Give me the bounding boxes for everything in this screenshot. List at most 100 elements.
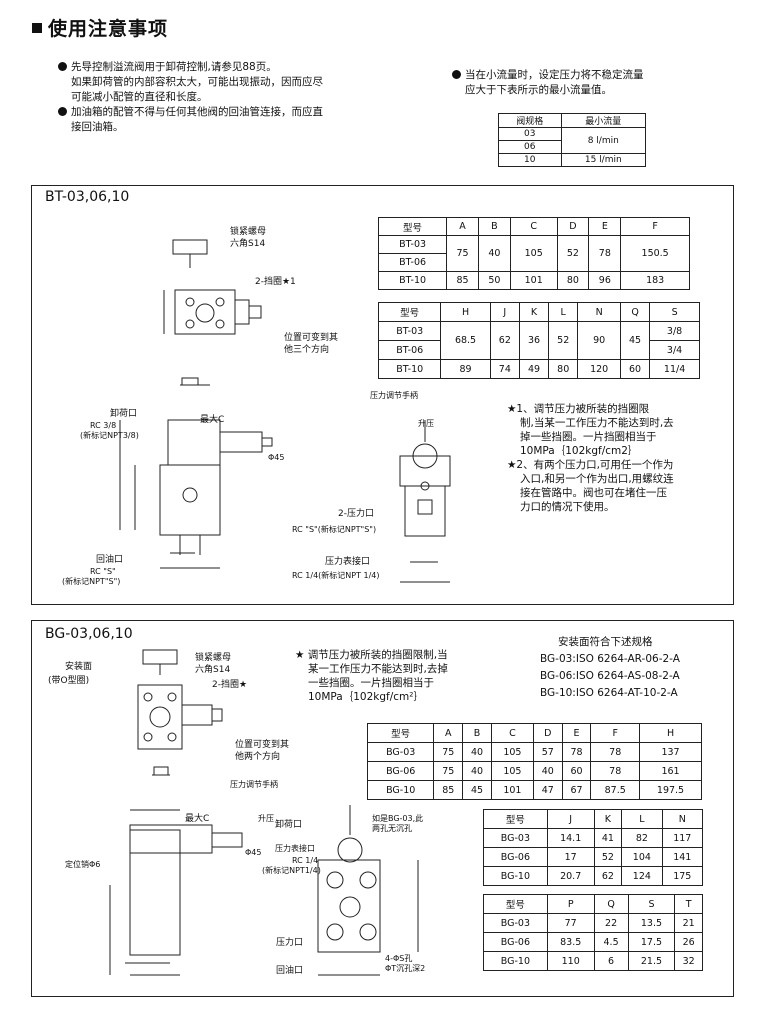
table-cell: 49 <box>518 359 550 379</box>
label-unload: 卸荷口 <box>110 407 137 419</box>
label-rcs2: RC "S" <box>90 567 116 576</box>
table-cell: 105 <box>490 742 534 762</box>
label-rc38: RC 3/8 <box>90 421 116 430</box>
table-cell: 15 l/min <box>560 153 647 167</box>
note-line: 入口,和另一个作为出口,用螺纹连 <box>520 473 674 485</box>
bg-star-note: ★ 调节压力被所装的挡圈限制,当 某一工作压力不能达到时,去掉 一些挡圈。一片挡… <box>295 648 515 704</box>
note-line: ★ 调节压力被所装的挡圈限制,当 <box>295 649 448 661</box>
note-text: 接回油箱。 <box>71 121 124 133</box>
table-cell: 77 <box>546 913 595 933</box>
label-ring: 2-挡圈★ <box>212 678 247 690</box>
note-text: 可能减小配管的直径和长度。 <box>71 91 208 103</box>
note-line: 接在管路中。阀也可在堵住一压 <box>520 487 667 499</box>
table-cell: 3/4 <box>649 340 700 360</box>
note-line: 10MPa｛102kgf/cm²｝ <box>308 691 424 703</box>
table-cell: 22 <box>593 913 629 933</box>
label-return: 回油口 <box>96 553 123 565</box>
table-header: E <box>588 217 622 236</box>
bullet-icon <box>58 107 67 116</box>
table-cell: 90 <box>577 321 621 360</box>
note-text: 加油箱的配管不得与任何其他阀的回油管连接，而应直 <box>71 106 323 118</box>
label-handle: 压力调节手柄 <box>230 779 278 789</box>
label-rcs: RC "S"(新标记NPT"S") <box>292 524 376 534</box>
table-cell: 150.5 <box>620 235 690 272</box>
table-cell: 78 <box>590 761 641 781</box>
label-phi45: Φ45 <box>245 848 261 857</box>
table-cell: 175 <box>661 866 704 886</box>
note-line: 一些挡圈。一片挡圈相当于 <box>308 677 434 689</box>
table-header: C <box>509 217 558 236</box>
label-hex: 六角S14 <box>195 663 230 675</box>
table-header: T <box>674 894 703 914</box>
note-2: 加油箱的配管不得与任何其他阀的回油管连接，而应直 <box>58 105 398 120</box>
bg-drawing: 安装面 (带O型圈) 锁紧螺母 六角S14 2-挡圈★ 位置可变到其 他两个方向… <box>48 649 425 976</box>
bg-title: BG-03,06,10 <box>45 626 133 642</box>
table-cell: 137 <box>639 742 702 762</box>
table-header: 最小流量 <box>560 113 647 128</box>
table-header: S <box>627 894 676 914</box>
table-header: D <box>556 217 590 236</box>
label-up: 升压 <box>418 419 434 428</box>
table-header: P <box>546 894 595 914</box>
table-cell: 197.5 <box>639 780 702 800</box>
table-cell: BG-03 <box>483 913 548 933</box>
table-cell: 47 <box>532 780 563 800</box>
table-cell: 104 <box>621 847 663 867</box>
table-cell: 6 <box>593 951 629 971</box>
label-pos1: 位置可变到其 <box>284 331 338 343</box>
table-cell: 96 <box>588 271 622 290</box>
label-press: 压力口 <box>276 936 303 948</box>
table-cell: 101 <box>509 271 558 290</box>
label-bg03b: 两孔无沉孔 <box>372 824 412 833</box>
notes-right: 当在小流量时，设定压力将不稳定流量 应大于下表所示的最小流量值。 <box>452 68 752 98</box>
bg-panel <box>31 620 734 997</box>
table-cell: 32 <box>674 951 703 971</box>
label-up: 升压 <box>258 814 274 823</box>
table-cell: 21.5 <box>627 951 676 971</box>
label-ring: 2-挡圈★1 <box>255 275 296 287</box>
table-cell: BG-10 <box>366 780 435 800</box>
bullet-icon <box>58 62 67 71</box>
table-cell: 78 <box>588 235 622 272</box>
table-header: 型号 <box>483 809 548 829</box>
table-cell: 03 <box>498 127 562 141</box>
table-cell: 105 <box>490 761 534 781</box>
table-cell: 13.5 <box>627 913 676 933</box>
label-lock-nut: 锁紧螺母 <box>195 651 231 663</box>
table-header: N <box>661 809 704 829</box>
table-cell: 110 <box>546 951 595 971</box>
table-header: H <box>639 723 702 743</box>
table-cell: 87.5 <box>590 780 641 800</box>
table-cell: 10 <box>498 153 562 167</box>
table-header: Q <box>619 302 651 322</box>
table-header: K <box>518 302 550 322</box>
table-cell: 78 <box>590 742 641 762</box>
square-bullet-icon <box>32 23 42 33</box>
table-cell: BT-10 <box>377 271 448 290</box>
note-text: 当在小流量时，设定压力将不稳定流量 <box>465 69 644 81</box>
table-cell: 141 <box>661 847 704 867</box>
bt-table-1: 型号 A B C D E F BT-03 75 40 105 52 78 150… <box>377 217 690 290</box>
table-cell: 52 <box>548 321 579 360</box>
note-text: 应大于下表所示的最小流量值。 <box>465 84 612 96</box>
label-p2: 2-压力口 <box>338 507 374 519</box>
table-cell: BG-10 <box>483 951 548 971</box>
table-cell: 20.7 <box>546 866 595 886</box>
label-rc14: RC 1/4 <box>292 856 318 865</box>
label-maxc: 最大C <box>185 812 209 824</box>
table-cell: 78 <box>561 742 592 762</box>
label-npts: (新标记NPT"S") <box>62 576 120 586</box>
table-cell: 60 <box>561 761 592 781</box>
table-header: D <box>532 723 563 743</box>
table-cell: 74 <box>489 359 520 379</box>
label-maxc: 最大C <box>200 413 224 425</box>
table-cell: 67 <box>561 780 592 800</box>
spec-line: BG-10:ISO 6264-AT-10-2-A <box>540 687 678 699</box>
table-cell: 45 <box>619 321 651 360</box>
notes-left: 先导控制溢流阀用于卸荷控制,请参见88页。 如果卸荷管的内部容积太大，可能出现振… <box>58 60 398 135</box>
table-cell: 60 <box>619 359 651 379</box>
label-pin: 定位销Φ6 <box>65 859 100 869</box>
